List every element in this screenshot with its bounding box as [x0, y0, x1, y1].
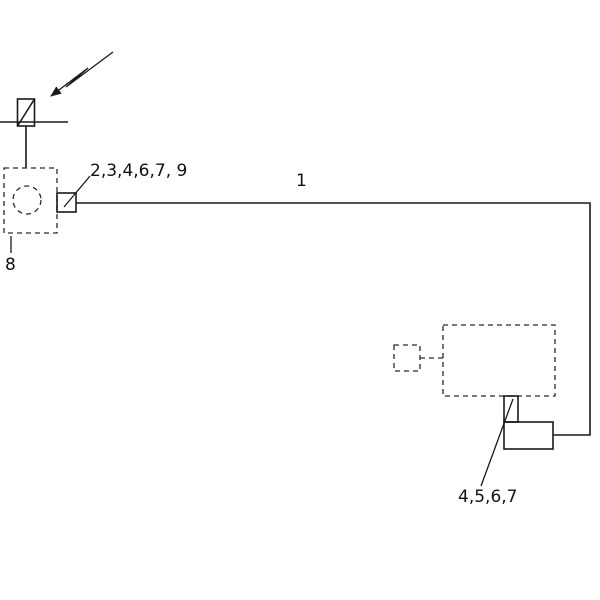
label-sensor-head: 8 [5, 255, 16, 275]
label-bottom-connector: 4,5,6,7 [458, 487, 517, 507]
top-connector-leader-line [63, 175, 91, 208]
fiber-connector-bottom [503, 421, 554, 450]
label-cable: 1 [296, 171, 307, 191]
aux-module-box [393, 344, 421, 372]
evaluation-unit-box [442, 324, 556, 397]
fiber-cable-line [76, 202, 591, 436]
sensor-lens-circle [12, 185, 42, 215]
sensor-housing-box [3, 167, 58, 234]
label-top-connector: 2,3,4,6,7, 9 [90, 161, 187, 181]
bottom-connector-leader-line [480, 398, 514, 487]
incident-light-arrow [50, 51, 114, 97]
